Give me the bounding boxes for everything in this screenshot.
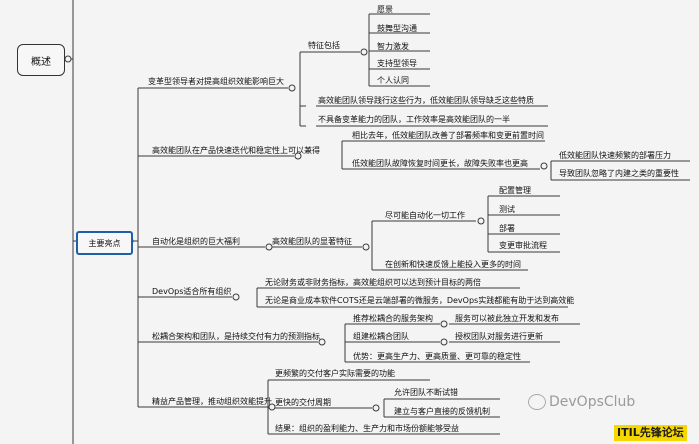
branch-node[interactable]: 精益产品管理，推动组织效能提升	[152, 397, 272, 406]
watermark-text: DevOpsClub	[549, 394, 636, 410]
collapse-toggle	[362, 243, 370, 251]
root-node[interactable]: 概述	[17, 44, 65, 76]
child-node[interactable]: 结果：组织的盈利能力、生产力和市场份额能够受益	[275, 424, 459, 433]
child-node[interactable]: 授权团队对服务进行更新	[455, 332, 543, 341]
branch-node[interactable]: 变革型领导者对提高组织效能影响巨大	[148, 77, 284, 86]
child-node[interactable]: 无论是商业成本软件COTS还是云端部署的微服务，DevOps实践都能有助于达到高…	[265, 296, 575, 305]
leaf-node[interactable]: 个人认同	[377, 76, 409, 85]
branch-node[interactable]: 松耦合架构和团队，是持续交付有力的预测指标	[152, 332, 320, 341]
leaf-node[interactable]: 变更审批流程	[499, 241, 547, 250]
branch-node[interactable]: 自动化是组织的巨大福利	[152, 237, 240, 246]
leaf-node[interactable]: 建立与客户直接的反馈机制	[394, 407, 490, 416]
leaf-node[interactable]: 愿景	[377, 5, 393, 14]
wechat-icon	[528, 394, 546, 410]
child-node[interactable]: 服务可以被此独立开发和发布	[455, 314, 559, 323]
child-node[interactable]: 在创新和快速反馈上能投入更多的时间	[385, 260, 521, 269]
collapse-toggle	[440, 338, 448, 346]
watermark: DevOpsClub	[528, 394, 635, 410]
child-node[interactable]: 不具备变革能力的团队，工作效率是高效能团队的一半	[318, 115, 510, 124]
leaf-node[interactable]: 部署	[499, 224, 515, 233]
branch-node[interactable]: DevOps适合所有组织	[152, 287, 232, 296]
leaf-node[interactable]: 允许团队不断试错	[394, 388, 458, 397]
child-node[interactable]: 优势：更高生产力、更高质量、更可靠的稳定性	[353, 352, 521, 361]
child-node[interactable]: 相比去年，低效能团队改善了部署频率和变更前置时间	[352, 131, 544, 140]
leaf-node[interactable]: 低效能团队快速频繁的部署压力	[559, 151, 671, 160]
collapse-toggle	[64, 55, 72, 63]
leaf-node[interactable]: 测试	[499, 205, 515, 214]
leaf-node[interactable]: 支持型领导	[377, 59, 417, 68]
child-node[interactable]: 无论财务或非财务指标，高效能组织可以达到预计目标的两倍	[265, 278, 481, 287]
child-node[interactable]: 高效能团队的显著特征	[272, 237, 352, 246]
collapse-toggle	[294, 152, 302, 160]
child-node[interactable]: 尽可能自动化一切工作	[385, 211, 465, 220]
child-node[interactable]: 低效能团队故障恢复时间更长，故障失败率也更高	[352, 159, 528, 168]
child-node[interactable]: 更频繁的交付客户实际需要的功能	[275, 369, 395, 378]
root-label: 概述	[31, 56, 51, 68]
child-node[interactable]: 高效能团队领导践行这些行为，低效能团队领导缺乏这些特质	[318, 96, 534, 105]
brand-badge: ITIL先锋论坛	[614, 425, 687, 441]
collapse-toggle	[265, 243, 273, 251]
child-node[interactable]: 推荐松耦合的服务架构	[353, 314, 433, 323]
highlight-node[interactable]: 主要亮点	[76, 231, 133, 255]
leaf-node[interactable]: 导致团队忽略了内建之类的重要性	[559, 169, 679, 178]
collapse-toggle	[477, 217, 485, 225]
leaf-node[interactable]: 智力激发	[377, 42, 409, 51]
branch-node[interactable]: 高效能团队在产品快速迭代和稳定性上可以兼得	[152, 146, 320, 155]
leaf-node[interactable]: 配置管理	[499, 186, 531, 195]
child-node[interactable]: 组建松耦合团队	[353, 332, 409, 341]
collapse-toggle	[318, 338, 326, 346]
collapse-toggle	[232, 293, 240, 301]
collapse-toggle	[440, 320, 448, 328]
collapse-toggle	[372, 404, 380, 412]
collapse-toggle	[268, 403, 276, 411]
child-node[interactable]: 特征包括	[308, 41, 340, 50]
child-node[interactable]: 更快的交付周期	[275, 398, 331, 407]
collapse-toggle	[540, 162, 548, 170]
collapse-toggle	[360, 48, 368, 56]
leaf-node[interactable]: 鼓舞型沟通	[377, 24, 417, 33]
collapse-toggle	[288, 84, 296, 92]
highlight-label: 主要亮点	[88, 238, 121, 248]
